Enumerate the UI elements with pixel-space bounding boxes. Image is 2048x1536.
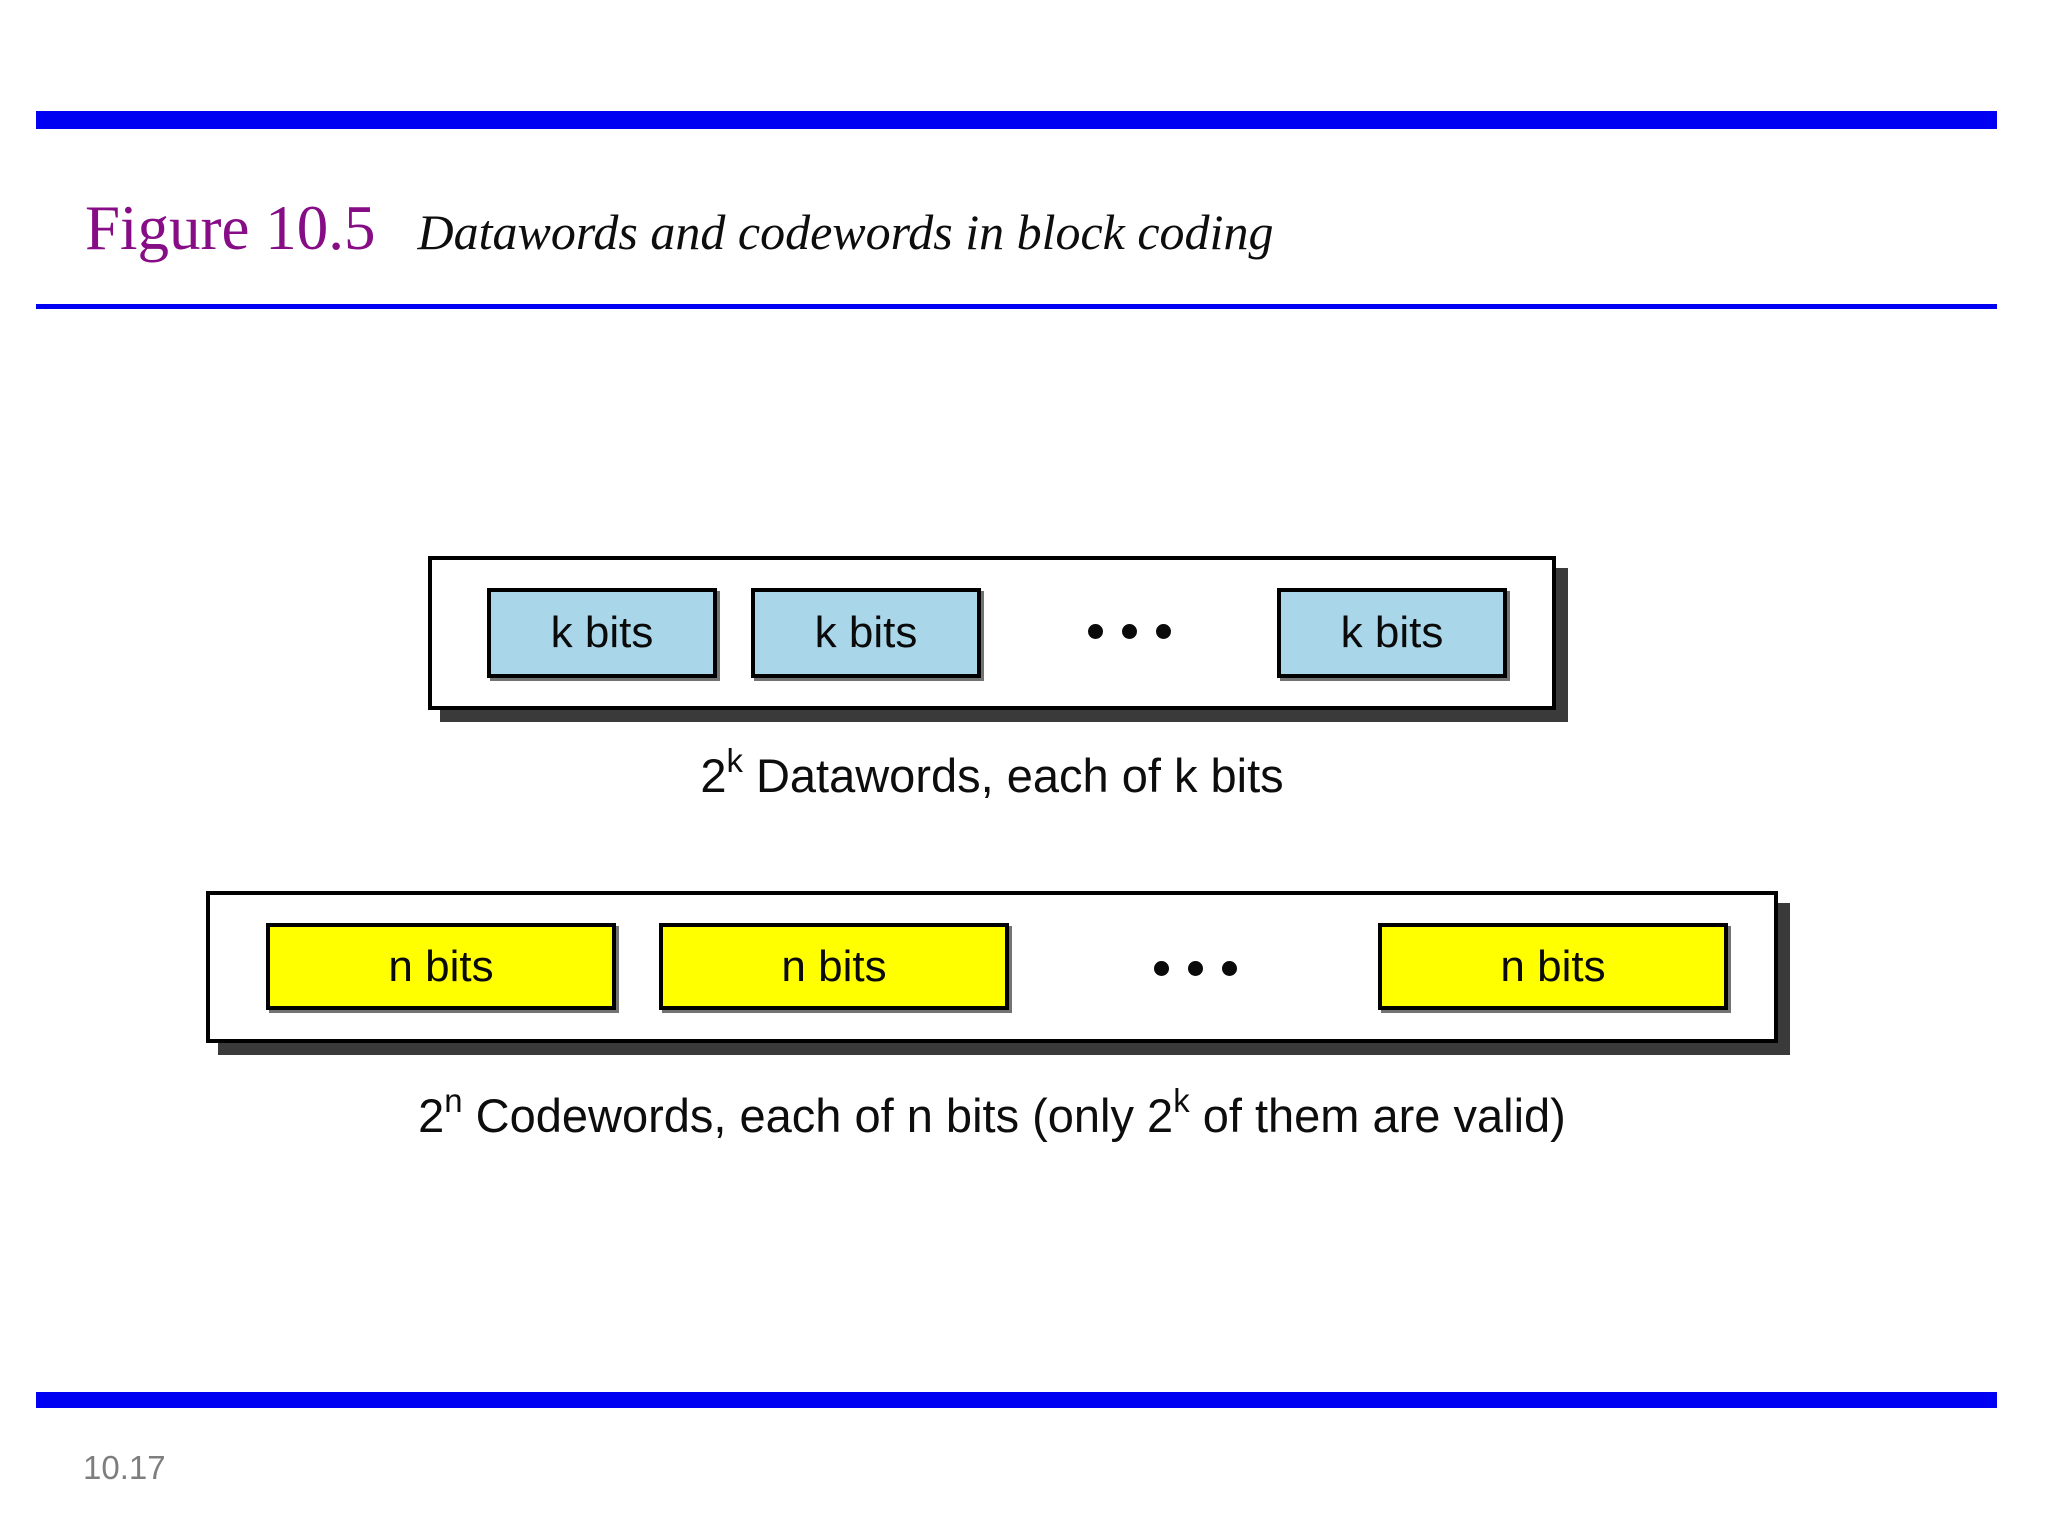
codeword-block: n bits xyxy=(266,923,616,1010)
figure-title: Datawords and codewords in block coding xyxy=(417,204,1274,260)
caption-superscript: n xyxy=(444,1082,463,1120)
top-accent-bar xyxy=(36,111,1997,129)
codeword-block: n bits xyxy=(1378,923,1728,1010)
header-rule xyxy=(36,304,1997,309)
codewords-container: n bits n bits n bits xyxy=(206,891,1778,1043)
caption-text: Codewords, each of n bits (only 2 xyxy=(462,1089,1174,1142)
caption-text: 2 xyxy=(700,749,727,802)
dataword-block: k bits xyxy=(487,588,717,678)
dataword-block: k bits xyxy=(1277,588,1507,678)
caption-text: 2 xyxy=(418,1089,445,1142)
caption-superscript: k xyxy=(726,742,743,780)
caption-text: of them are valid) xyxy=(1189,1089,1566,1142)
page-number: 10.17 xyxy=(83,1449,166,1486)
dataword-block: k bits xyxy=(751,588,981,678)
caption-superscript: k xyxy=(1173,1082,1190,1120)
bottom-accent-bar xyxy=(36,1392,1997,1408)
ellipsis-icon xyxy=(1088,624,1171,639)
codewords-caption: 2n Codewords, each of n bits (only 2k of… xyxy=(206,1084,1778,1143)
figure-header: Figure 10.5 Datawords and codewords in bl… xyxy=(85,192,1273,265)
codeword-block: n bits xyxy=(659,923,1009,1010)
ellipsis-icon xyxy=(1154,961,1237,976)
datawords-caption: 2k Datawords, each of k bits xyxy=(428,744,1556,803)
datawords-container: k bits k bits k bits xyxy=(428,556,1556,710)
caption-text: Datawords, each of k bits xyxy=(742,749,1284,802)
figure-label: Figure 10.5 xyxy=(85,193,376,263)
